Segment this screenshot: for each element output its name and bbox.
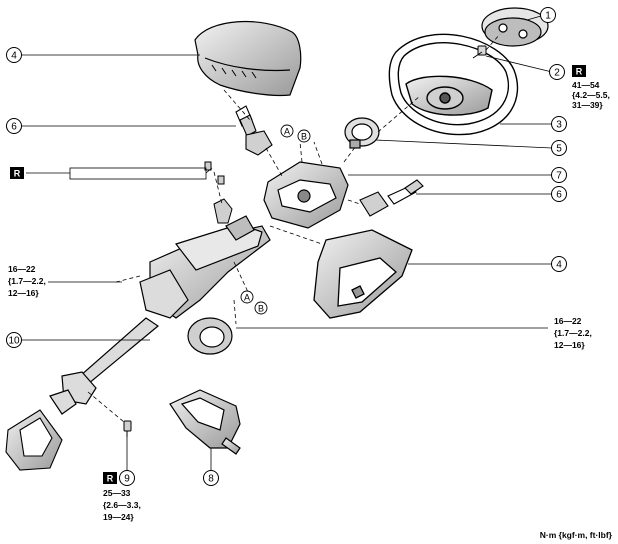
callout-4-upper: 4 <box>6 47 22 63</box>
units-note: N·m {kgf·m, ft·lbf} <box>540 530 613 540</box>
svg-text:31—39}: 31—39} <box>572 100 603 110</box>
torque-spec-column-right: 16—22 {1.7—2.2, 12—16} <box>554 316 592 350</box>
steering-wheel-bolt <box>472 45 487 59</box>
callout-4-lower-label: 4 <box>556 260 562 271</box>
callout-1: 1 <box>540 7 556 23</box>
combination-switch-left <box>235 105 273 156</box>
intermediate-shaft <box>49 317 160 415</box>
ref-b-lower-label: B <box>258 304 264 314</box>
leader-lines <box>22 15 553 470</box>
callout-3-label: 3 <box>556 120 562 131</box>
combination-switch-right <box>359 179 424 217</box>
callout-9-label: 9 <box>124 474 130 485</box>
ref-marker-a-upper: A <box>280 124 294 138</box>
callout-6-left: 6 <box>6 118 22 134</box>
driver-airbag-module <box>481 7 549 47</box>
ref-b-upper-label: B <box>301 132 307 142</box>
column-bracket-cover <box>169 389 241 455</box>
assembly-guide-lines <box>87 33 501 423</box>
ref-a-upper-label: A <box>284 127 290 137</box>
svg-text:{4.2—5.5,: {4.2—5.5, <box>572 90 610 100</box>
svg-text:16—22: 16—22 <box>8 264 36 274</box>
steering-column-assembly <box>139 215 271 355</box>
callout-10: 10 <box>6 332 22 348</box>
callout-5-label: 5 <box>556 144 562 155</box>
svg-text:16—22: 16—22 <box>554 316 582 326</box>
ref-marker-b-lower: B <box>254 301 268 315</box>
callout-5: 5 <box>551 140 567 156</box>
callout-8-label: 8 <box>208 474 214 485</box>
callout-9: 9 <box>119 470 135 486</box>
replace-marker-steering-lock: R <box>10 167 24 179</box>
ref-a-lower-label: A <box>244 293 250 303</box>
torque-spec-steering-wheel: 41—54 {4.2—5.5, 31—39} <box>572 80 610 110</box>
clock-spring <box>344 117 380 149</box>
dust-boot <box>5 409 63 471</box>
callout-1-label: 1 <box>545 11 551 22</box>
svg-text:{2.6—3.3,: {2.6—3.3, <box>103 500 141 510</box>
svg-text:25—33: 25—33 <box>103 488 131 498</box>
callout-4-lower: 4 <box>551 256 567 272</box>
callout-4-upper-label: 4 <box>11 51 17 62</box>
svg-text:12—16}: 12—16} <box>8 288 39 298</box>
callout-6-left-label: 6 <box>11 122 17 133</box>
steering-lock-parts <box>204 161 233 224</box>
svg-text:R: R <box>14 169 21 179</box>
callout-6-right: 6 <box>551 186 567 202</box>
svg-text:41—54: 41—54 <box>572 80 600 90</box>
callout-6-right-label: 6 <box>556 190 562 201</box>
joint-bolt <box>123 420 132 437</box>
svg-text:{1.7—2.2,: {1.7—2.2, <box>554 328 592 338</box>
switch-bracket <box>263 161 349 229</box>
svg-text:R: R <box>107 474 114 484</box>
replace-marker-steering-wheel: R <box>572 65 586 77</box>
svg-text:19—24}: 19—24} <box>103 512 134 522</box>
svg-text:12—16}: 12—16} <box>554 340 585 350</box>
callout-2: 2 <box>549 64 565 80</box>
upper-column-cover <box>194 20 302 97</box>
torque-spec-column-left: 16—22 {1.7—2.2, 12—16} <box>8 264 46 298</box>
replace-marker-joint-bolt: R <box>103 472 117 484</box>
callout-7: 7 <box>551 167 567 183</box>
callout-3: 3 <box>551 116 567 132</box>
steering-wheel <box>388 33 519 136</box>
lower-column-cover <box>313 229 413 319</box>
callout-10-label: 10 <box>8 336 20 347</box>
svg-text:R: R <box>576 67 583 77</box>
svg-text:{1.7—2.2,: {1.7—2.2, <box>8 276 46 286</box>
torque-spec-joint-bolt: 25—33 {2.6—3.3, 19—24} <box>103 488 141 522</box>
ref-marker-b-upper: B <box>297 129 311 143</box>
callout-8: 8 <box>203 470 219 486</box>
callout-7-label: 7 <box>556 171 562 182</box>
callout-2-label: 2 <box>554 68 560 79</box>
ref-marker-a-lower: A <box>240 290 254 304</box>
